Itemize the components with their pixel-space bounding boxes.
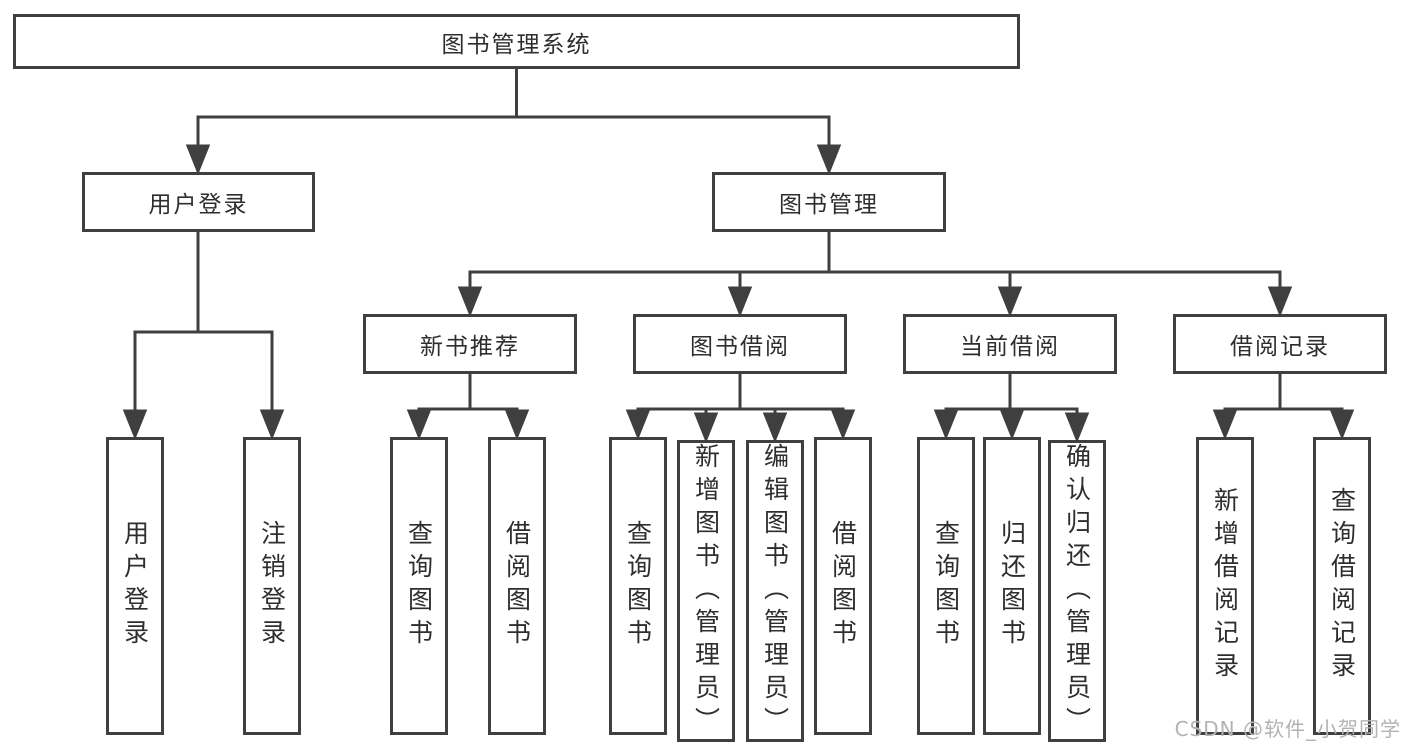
connector-newbooks-to-leaves	[406, 373, 530, 441]
leaf-records-add: 新增借阅记录	[1196, 437, 1254, 735]
leaf-current-confirm-admin-label: 确认归还（管理员）	[1062, 443, 1092, 740]
leaf-logout: 注销登录	[243, 437, 301, 735]
leaf-records-query-label: 查询借阅记录	[1327, 487, 1357, 685]
arrowhead-icon	[259, 409, 285, 441]
leaf-user-login: 用户登录	[106, 437, 164, 735]
node-new-books: 新书推荐	[363, 314, 577, 374]
leaf-current-confirm-admin: 确认归还（管理员）	[1048, 440, 1106, 742]
node-borrow-records: 借阅记录	[1173, 314, 1387, 374]
node-book-borrow-label: 图书借阅	[690, 334, 790, 360]
leaf-newbooks-borrow: 借阅图书	[488, 437, 546, 735]
arrowhead-icon	[693, 412, 719, 444]
leaf-user-login-label: 用户登录	[120, 520, 150, 652]
node-root-label: 图书管理系统	[441, 31, 592, 58]
arrowhead-icon	[504, 409, 530, 441]
arrowhead-icon	[185, 144, 211, 176]
leaf-records-add-label: 新增借阅记录	[1210, 487, 1240, 685]
leaf-newbooks-query-label: 查询图书	[404, 520, 434, 652]
arrowhead-icon	[625, 409, 651, 441]
connector-bookmgmt-to-level3	[457, 231, 1293, 318]
leaf-newbooks-query: 查询图书	[390, 437, 448, 735]
arrowhead-icon	[1064, 412, 1090, 444]
leaf-current-return: 归还图书	[983, 437, 1041, 735]
leaf-current-return-label: 归还图书	[997, 520, 1027, 652]
leaf-borrow-add-admin-label: 新增图书（管理员）	[691, 443, 721, 740]
connector-records-to-leaves	[1212, 373, 1355, 441]
node-book-mgmt: 图书管理	[712, 172, 946, 232]
arrowhead-icon	[1267, 286, 1293, 318]
leaf-current-query: 查询图书	[917, 437, 975, 735]
leaf-newbooks-borrow-label: 借阅图书	[502, 520, 532, 652]
connector-userlogin-to-leaves	[122, 231, 285, 441]
arrowhead-icon	[999, 409, 1025, 441]
node-user-login: 用户登录	[82, 172, 315, 232]
arrowhead-icon	[762, 412, 788, 444]
leaf-current-query-label: 查询图书	[931, 520, 961, 652]
node-current-borrow: 当前借阅	[903, 314, 1117, 374]
leaf-borrow-query-label: 查询图书	[623, 520, 653, 652]
arrowhead-icon	[727, 286, 753, 318]
arrowhead-icon	[1329, 409, 1355, 441]
leaf-logout-label: 注销登录	[257, 520, 287, 652]
node-borrow-records-label: 借阅记录	[1230, 334, 1330, 360]
node-root: 图书管理系统	[13, 14, 1020, 69]
node-new-books-label: 新书推荐	[420, 334, 520, 360]
leaf-borrow-edit-admin-label: 编辑图书（管理员）	[760, 443, 790, 740]
connector-bookborrow-to-leaves	[625, 373, 856, 444]
node-book-borrow: 图书借阅	[633, 314, 847, 374]
connector-root-to-level2	[185, 68, 842, 176]
connector-currentborrow-to-leaves	[933, 373, 1090, 444]
arrowhead-icon	[406, 409, 432, 441]
arrowhead-icon	[830, 409, 856, 441]
leaf-borrow-edit-admin: 编辑图书（管理员）	[746, 440, 804, 742]
leaf-records-query: 查询借阅记录	[1313, 437, 1371, 735]
arrowhead-icon	[457, 286, 483, 318]
leaf-borrow-book: 借阅图书	[814, 437, 872, 735]
arrowhead-icon	[122, 409, 148, 441]
arrowhead-icon	[1212, 409, 1238, 441]
arrowhead-icon	[816, 144, 842, 176]
leaf-borrow-book-label: 借阅图书	[828, 520, 858, 652]
node-current-borrow-label: 当前借阅	[960, 334, 1060, 360]
watermark: CSDN @软件_小贺同学	[1174, 717, 1401, 741]
leaf-borrow-add-admin: 新增图书（管理员）	[677, 440, 735, 742]
arrowhead-icon	[997, 286, 1023, 318]
leaf-borrow-query: 查询图书	[609, 437, 667, 735]
arrowhead-icon	[933, 409, 959, 441]
node-book-mgmt-label: 图书管理	[779, 192, 879, 218]
node-user-login-label: 用户登录	[148, 192, 249, 218]
